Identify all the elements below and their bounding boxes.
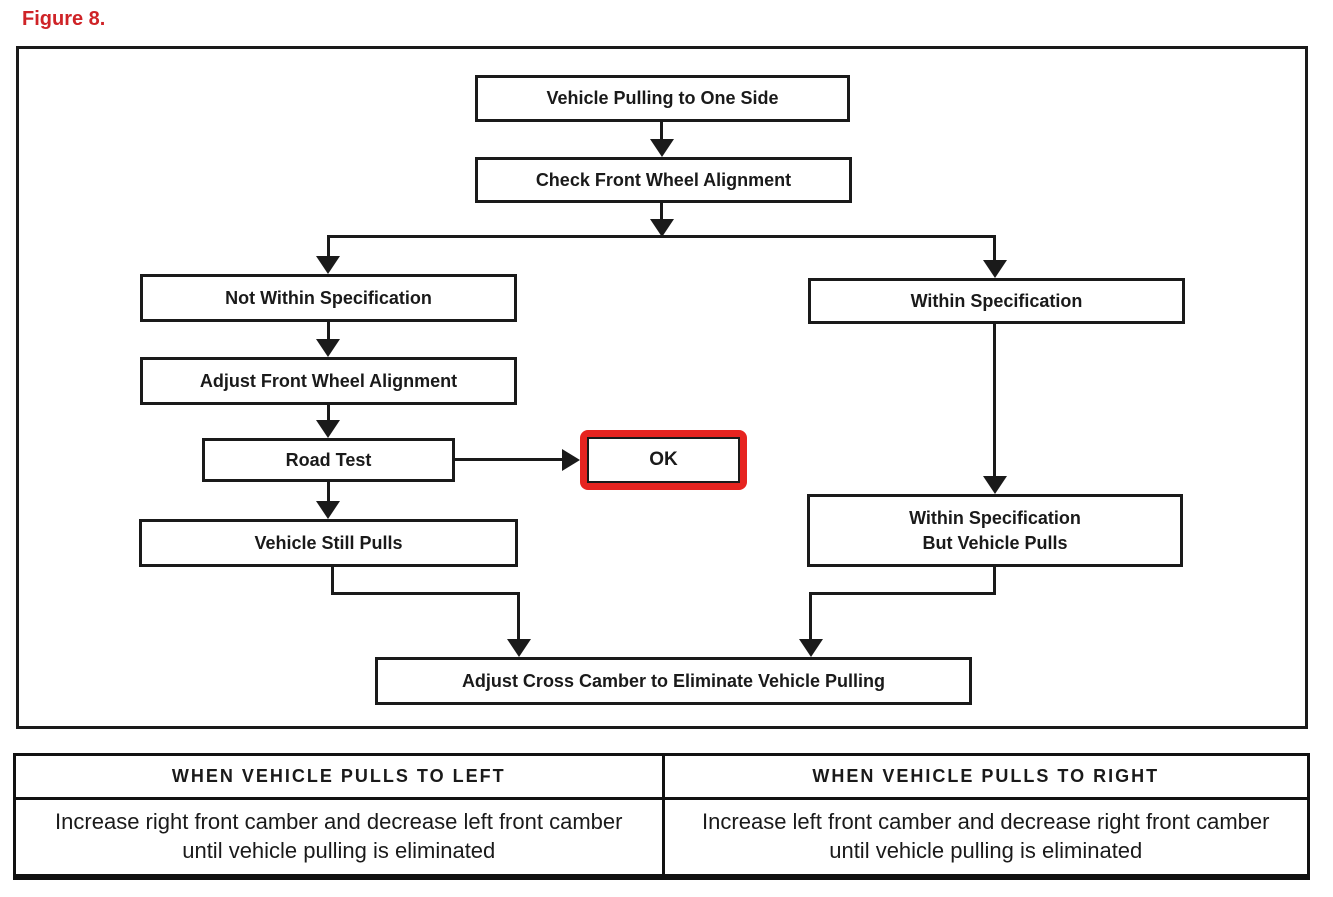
arrow-down-icon <box>650 219 674 237</box>
arrow-down-icon <box>316 501 340 519</box>
connector-roadtest-to-stillpulls <box>327 482 330 502</box>
connector-roadtest-to-ok <box>455 458 563 461</box>
arrow-down-icon <box>316 339 340 357</box>
table-cell-pulls-left: Increase right front camber and decrease… <box>55 809 623 863</box>
table-header-pulls-right: WHEN VEHICLE PULLS TO RIGHT <box>661 756 1307 800</box>
flow-node-vehicle-pulling: Vehicle Pulling to One Side <box>475 75 850 122</box>
figure-caption: Figure 8. <box>22 8 106 30</box>
arrow-down-icon <box>316 256 340 274</box>
connector-stillpulls-horizontal <box>331 592 520 595</box>
flow-node-within-spec: Within Specification <box>808 278 1185 324</box>
flow-node-adjust-alignment: Adjust Front Wheel Alignment <box>140 357 517 405</box>
table-cell-pulls-right: Increase left front camber and decrease … <box>661 800 1308 874</box>
connector-within-to-withinpulls <box>993 324 996 477</box>
connector-stillpulls-drop <box>517 592 520 640</box>
flow-node-ok-highlight: OK <box>580 430 747 490</box>
flow-node-still-pulls: Vehicle Still Pulls <box>139 519 518 567</box>
connector-withinpulls-down <box>993 567 996 595</box>
connector-split-horizontal <box>328 235 996 238</box>
connector-withinpulls-drop <box>809 592 812 640</box>
flow-node-within-spec-but-pulls: Within Specification But Vehicle Pulls <box>807 494 1183 567</box>
connector-split-left-riser <box>327 235 330 258</box>
arrow-down-icon <box>983 260 1007 278</box>
arrow-down-icon <box>316 420 340 438</box>
connector-split-right-riser <box>993 235 996 261</box>
flow-node-not-within-spec: Not Within Specification <box>140 274 517 322</box>
camber-adjustment-table: WHEN VEHICLE PULLS TO LEFT WHEN VEHICLE … <box>13 753 1310 880</box>
arrow-right-icon <box>562 449 580 471</box>
flow-node-road-test: Road Test <box>202 438 455 482</box>
connector-adjust-to-roadtest <box>327 405 330 421</box>
connector-notwithin-to-adjust <box>327 322 330 340</box>
flow-node-check-alignment: Check Front Wheel Alignment <box>475 157 852 203</box>
connector-stillpulls-down <box>331 567 334 595</box>
arrow-down-icon <box>983 476 1007 494</box>
connector-start-to-check <box>660 122 663 142</box>
flow-node-adjust-cross-camber: Adjust Cross Camber to Eliminate Vehicle… <box>375 657 972 705</box>
arrow-down-icon <box>507 639 531 657</box>
arrow-down-icon <box>799 639 823 657</box>
connector-check-to-split <box>660 203 663 221</box>
connector-withinpulls-horizontal <box>809 592 996 595</box>
table-header-pulls-left: WHEN VEHICLE PULLS TO LEFT <box>16 756 662 800</box>
flow-node-ok: OK <box>587 437 740 483</box>
arrow-down-icon <box>650 139 674 157</box>
